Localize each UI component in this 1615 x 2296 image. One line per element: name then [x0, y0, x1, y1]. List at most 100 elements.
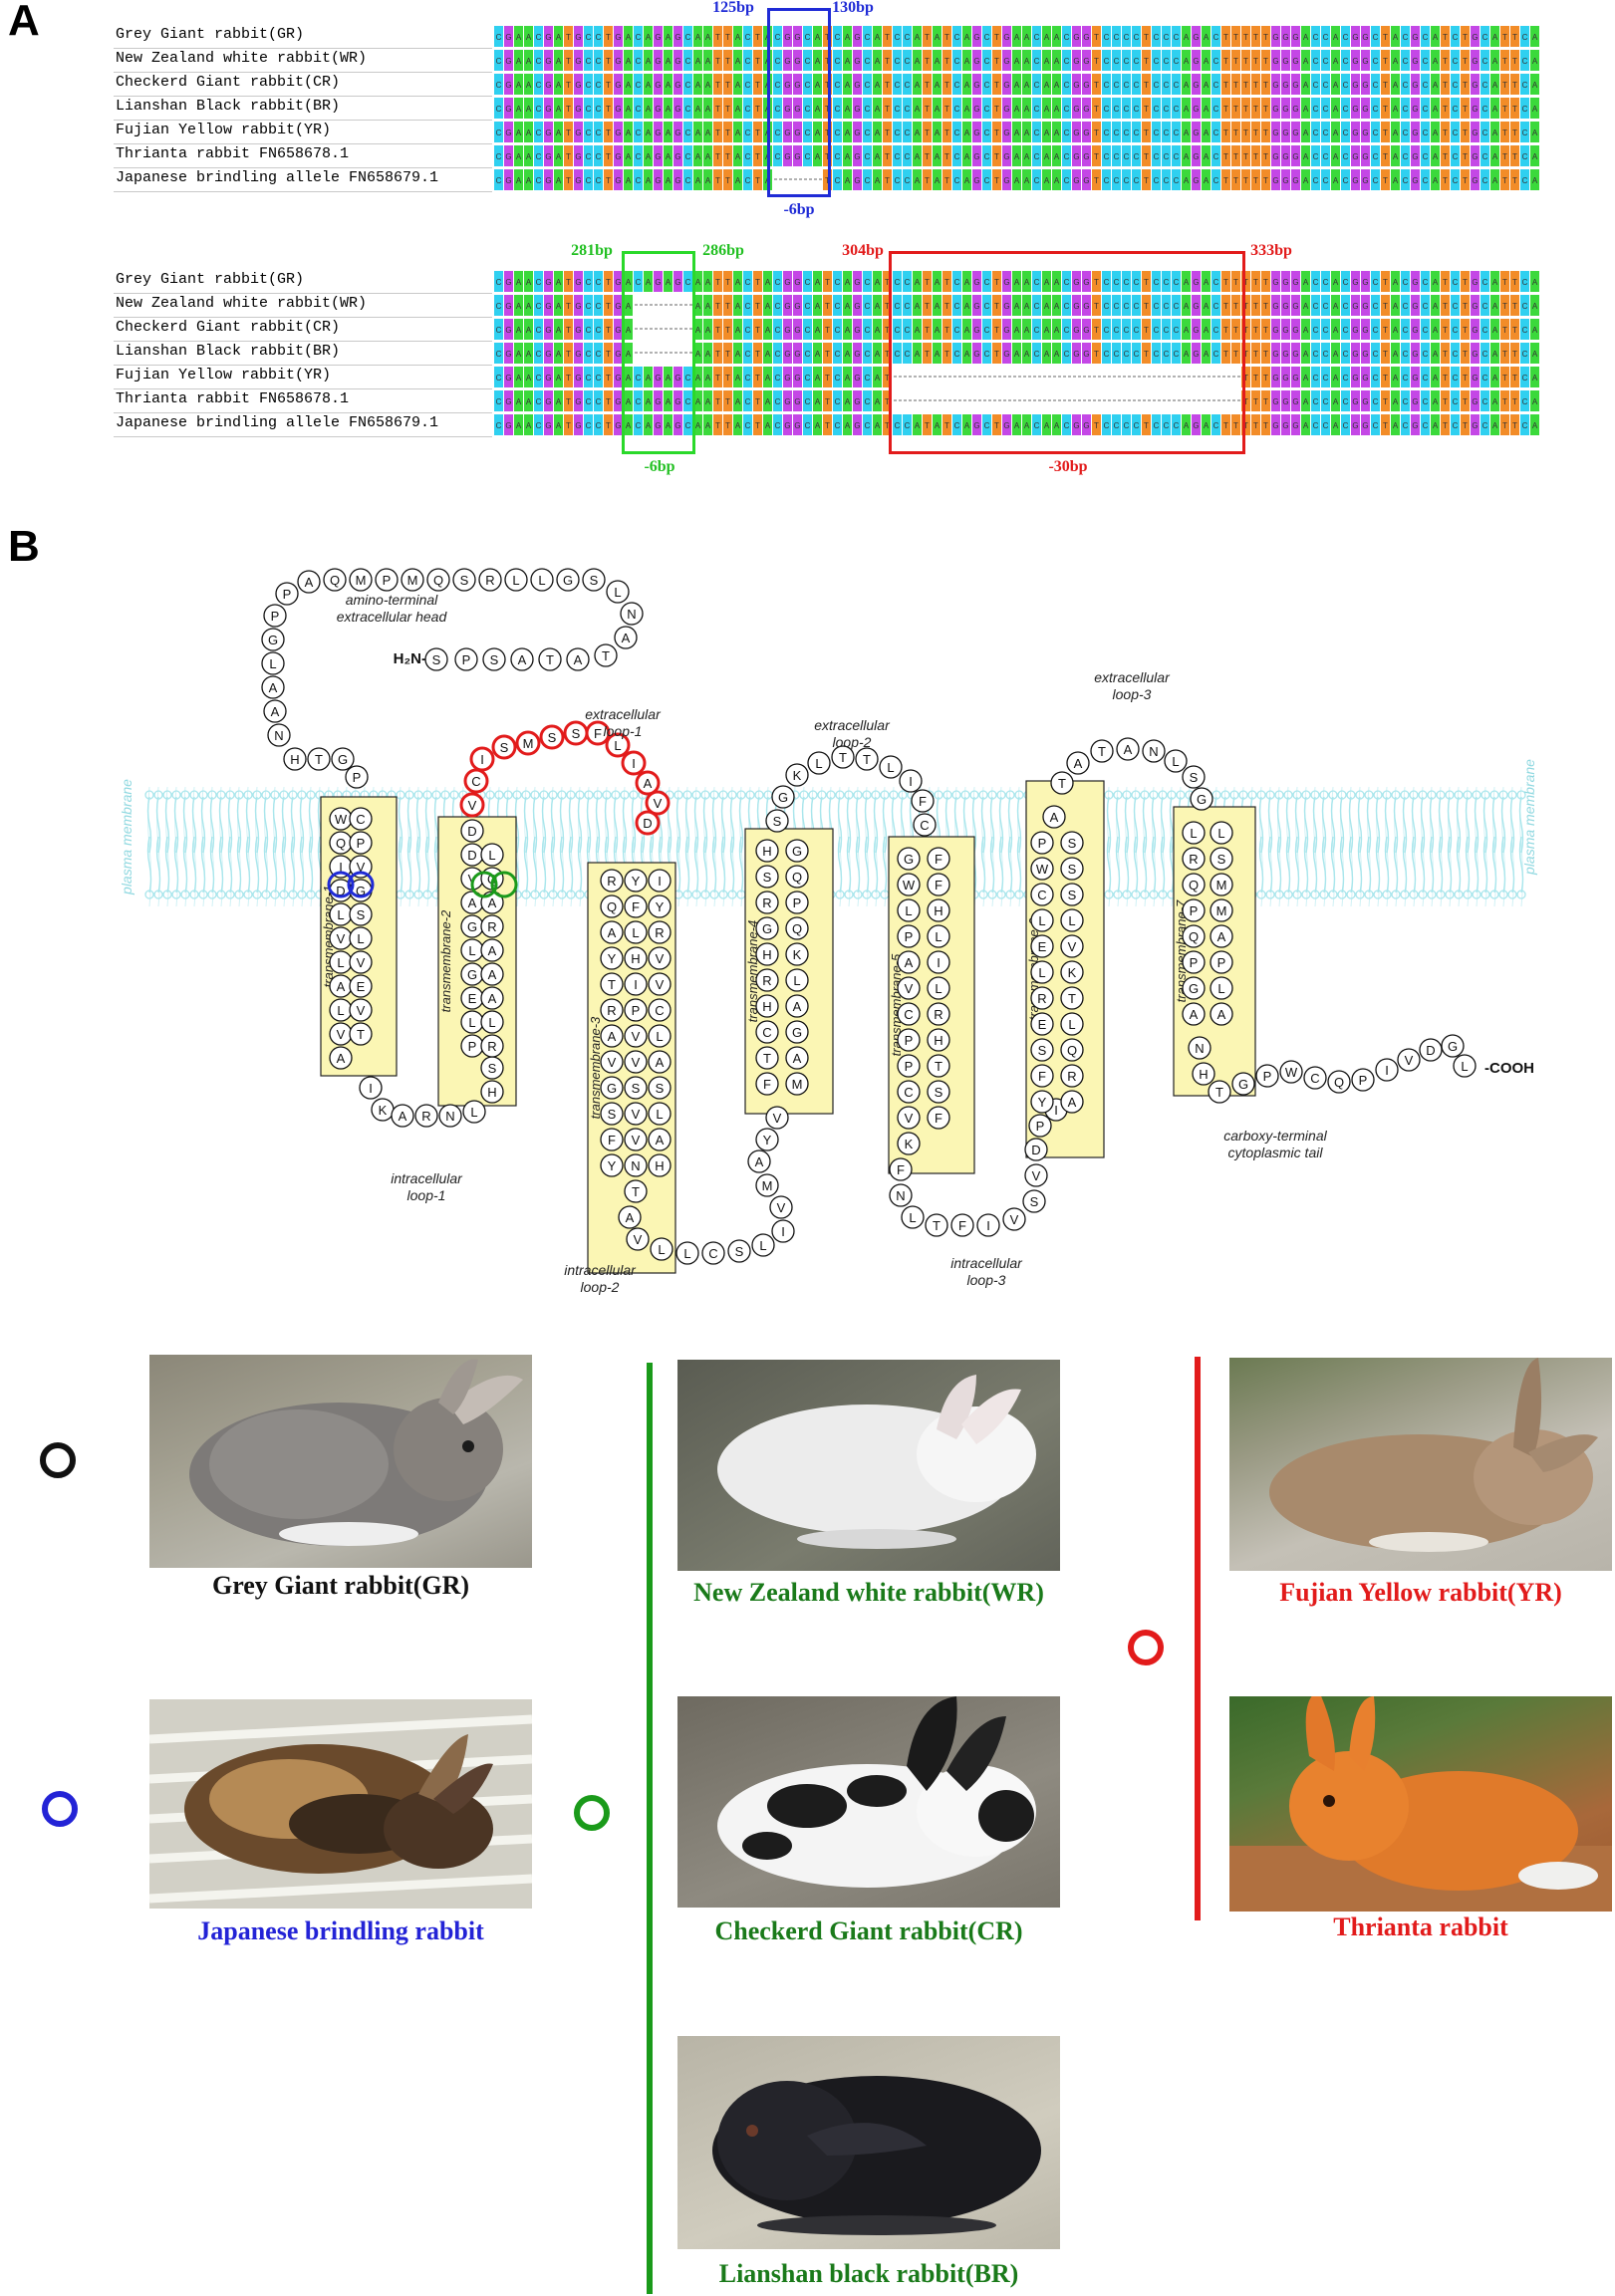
base-letter: T: [1243, 152, 1248, 161]
base-letter: G: [1272, 326, 1278, 335]
amino-acid-letter: I: [339, 860, 343, 875]
base-letter: G: [545, 81, 551, 90]
amino-acid-residue: [927, 950, 950, 974]
amino-acid-residue: [556, 568, 580, 592]
amino-acid-letter: A: [337, 979, 346, 994]
base-cell: [1022, 74, 1031, 95]
base-letter: A: [964, 421, 970, 430]
base-letter: C: [1313, 302, 1319, 311]
base-cell: [494, 343, 503, 364]
deletion-box-red: [889, 251, 1245, 454]
base-cell: [1002, 26, 1011, 47]
base-cell: [1421, 390, 1430, 411]
base-cell: [1072, 414, 1081, 435]
lipid-tail: [416, 786, 420, 907]
base-letter: C: [1403, 397, 1409, 406]
base-letter: G: [854, 81, 860, 90]
base-cell: [1072, 169, 1081, 190]
base-letter: A: [1044, 278, 1050, 287]
base-letter: T: [994, 57, 999, 66]
base-letter: A: [735, 374, 741, 383]
base-letter: G: [1003, 421, 1009, 430]
base-letter: A: [1433, 128, 1439, 137]
base-cell: [1271, 271, 1280, 292]
base-cell: [1401, 271, 1410, 292]
base-letter: T: [1233, 176, 1238, 185]
base-letter: G: [575, 397, 581, 406]
base-letter: G: [784, 374, 790, 383]
base-cell: [564, 145, 573, 166]
base-letter: A: [626, 57, 632, 66]
base-cell: [1301, 50, 1310, 71]
amino-acid-letter: S: [608, 1107, 617, 1122]
base-letter: T: [1223, 176, 1228, 185]
base-cell: [1421, 50, 1430, 71]
base-letter: A: [935, 176, 941, 185]
base-cell: [893, 319, 902, 340]
base-letter: T: [1243, 278, 1248, 287]
base-cell: [1490, 74, 1499, 95]
base-letter: C: [1343, 326, 1349, 335]
base-letter: C: [775, 152, 781, 161]
base-cell: [843, 414, 852, 435]
base-letter: T: [1223, 57, 1228, 66]
base-cell: [1082, 98, 1091, 119]
base-letter: G: [615, 397, 621, 406]
base-cell: [972, 343, 981, 364]
base-cell: [1182, 50, 1191, 71]
base-letter: C: [1453, 350, 1459, 359]
base-letter: T: [1243, 105, 1248, 114]
base-cell: [644, 122, 653, 142]
base-cell: [1231, 169, 1240, 190]
amino-acid-letter: A: [305, 575, 314, 590]
amino-acid-letter: E: [1038, 1017, 1047, 1032]
base-cell: [1461, 295, 1470, 316]
base-letter: C: [1403, 278, 1409, 287]
base-cell: [1371, 98, 1380, 119]
amino-acid-letter: C: [356, 812, 365, 827]
base-cell: [713, 343, 722, 364]
base-cell: [614, 50, 623, 71]
amino-acid-residue: [624, 1153, 648, 1177]
base-letter: T: [715, 152, 720, 161]
lipid-head: [1454, 890, 1464, 899]
base-cell: [1461, 26, 1470, 47]
alignment-grid-2: CCCCCCCGGGGGGGAAAAAAAAAAAAAACCCCCCCGGGGG…: [494, 271, 1539, 435]
base-cell: [1361, 145, 1370, 166]
amino-acid-letter: P: [905, 1059, 914, 1074]
amino-acid-residue: [855, 747, 879, 771]
base-letter: T: [994, 33, 999, 42]
base-letter: G: [674, 176, 680, 185]
base-letter: G: [1003, 326, 1009, 335]
base-cell: [1142, 343, 1151, 364]
lipid-head: [1445, 890, 1455, 899]
base-cell: [883, 50, 892, 71]
amino-acid-letter: H: [762, 947, 771, 962]
base-letter: T: [1383, 302, 1388, 311]
base-letter: G: [1362, 350, 1368, 359]
base-letter: G: [1073, 81, 1079, 90]
base-cell: [1301, 145, 1310, 166]
base-letter: A: [516, 81, 522, 90]
lipid-tail: [1116, 786, 1120, 907]
base-letter: A: [1393, 350, 1399, 359]
base-cell: [1431, 145, 1440, 166]
base-letter: G: [794, 421, 800, 430]
base-letter: C: [586, 326, 592, 335]
base-letter: C: [1522, 57, 1528, 66]
base-cell: [594, 169, 603, 190]
base-letter: T: [1094, 33, 1099, 42]
amino-acid-letter: R: [934, 1007, 942, 1022]
base-letter: A: [935, 350, 941, 359]
lipid-head: [1373, 890, 1383, 899]
base-cell: [992, 145, 1001, 166]
base-cell: [1202, 26, 1211, 47]
base-letter: T: [715, 374, 720, 383]
amino-acid-letter: V: [654, 796, 663, 811]
base-cell: [843, 145, 852, 166]
base-cell: [1331, 271, 1340, 292]
base-cell: [1520, 367, 1529, 387]
base-letter: A: [1333, 302, 1339, 311]
base-letter: A: [1393, 326, 1399, 335]
base-letter: C: [984, 302, 990, 311]
